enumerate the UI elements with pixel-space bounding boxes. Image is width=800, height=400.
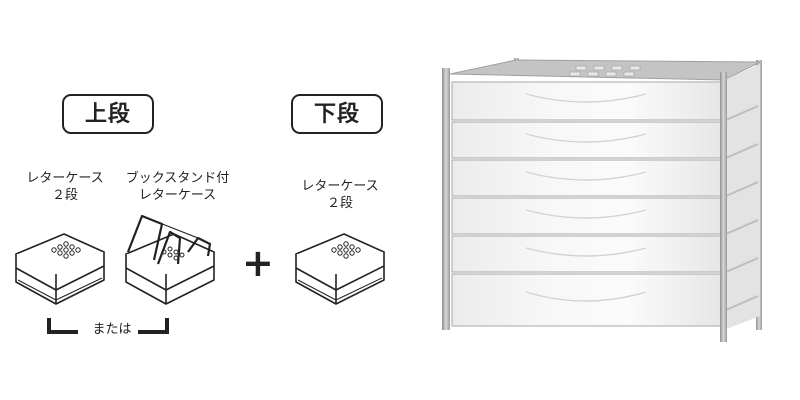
upper-option-b-caption: ブックスタンド付 レターケース — [120, 170, 235, 204]
upper-option-a-caption: レターケース ２段 — [10, 170, 120, 204]
upper-option-a-line1: レターケース — [26, 171, 104, 186]
lower-option-line1: レターケース — [301, 179, 379, 194]
or-bracket — [47, 318, 169, 334]
drawer-cabinet-image — [442, 58, 762, 342]
lower-option-line2: ２段 — [326, 196, 353, 211]
upper-option-a-line2: ２段 — [51, 188, 78, 203]
upper-option-b-line1: ブックスタンド付 — [125, 171, 230, 186]
upper-option-b-line2: レターケース — [138, 188, 217, 203]
letter-case-bookstand-icon — [125, 214, 215, 305]
lower-option-caption: レターケース ２段 — [285, 178, 395, 212]
or-label: または — [92, 322, 132, 337]
lower-tier-label: 下段 — [291, 94, 383, 134]
letter-case-2tier-lower-icon — [295, 233, 385, 305]
plus-sign: + — [242, 241, 274, 285]
letter-case-2tier-icon — [15, 233, 105, 305]
upper-tier-label: 上段 — [62, 94, 154, 134]
